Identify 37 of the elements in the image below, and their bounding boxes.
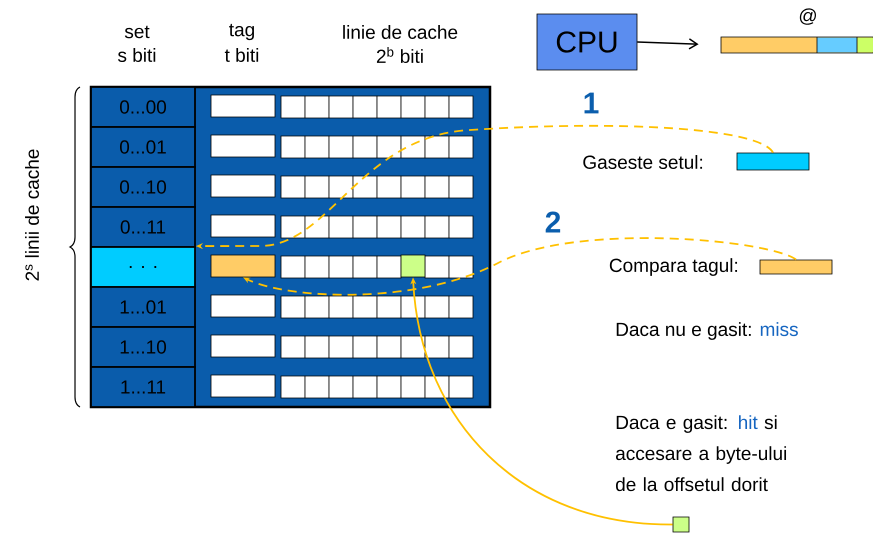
set-cell: . . . (90, 246, 196, 288)
column-header: tag (229, 24, 254, 40)
tag-cell (210, 94, 276, 118)
tag-cell (210, 294, 276, 318)
address-sign: @ (800, 8, 816, 25)
tag-cell (210, 214, 276, 238)
set-cell: 1...10 (90, 326, 196, 368)
tag-cell (210, 374, 276, 398)
offset-square (672, 516, 690, 532)
note-text: Daca e gasit: hit si accesare a byte-ului de la offsetul dorit (616, 415, 786, 492)
column-header: t biti (224, 48, 258, 62)
set-cell: 1...01 (90, 286, 196, 328)
step-label: Compara tagul: (610, 258, 738, 276)
tag-cell (210, 334, 276, 358)
tag-cell (210, 174, 276, 198)
byte-cell (400, 254, 426, 278)
set-cell: 0...00 (90, 86, 196, 128)
index-bar (736, 152, 810, 170)
set-cell: 0...10 (90, 166, 196, 208)
cpu-box: CPU (536, 14, 638, 70)
column-header: s biti (118, 48, 156, 62)
step-number: 1 (584, 92, 599, 114)
tag-cell (210, 134, 276, 158)
set-cell: 0...11 (90, 206, 196, 248)
column-header: linie de cache (343, 25, 458, 39)
set-cell: 1...11 (90, 366, 196, 408)
step-number: 2 (546, 212, 560, 232)
step-label: Gaseste setul: (583, 155, 702, 169)
tag-cell (210, 254, 276, 278)
address-bar (720, 36, 873, 54)
note-text: Daca nu e gasit: miss (616, 322, 798, 340)
column-header: 2$^{b}$ biti (376, 46, 423, 64)
axis-label: 2$^{s}$ linii de cache (25, 149, 39, 280)
set-cell: 0...01 (90, 126, 196, 168)
column-header: set (124, 26, 150, 38)
tag-bar (760, 260, 832, 274)
arrow (637, 38, 699, 50)
